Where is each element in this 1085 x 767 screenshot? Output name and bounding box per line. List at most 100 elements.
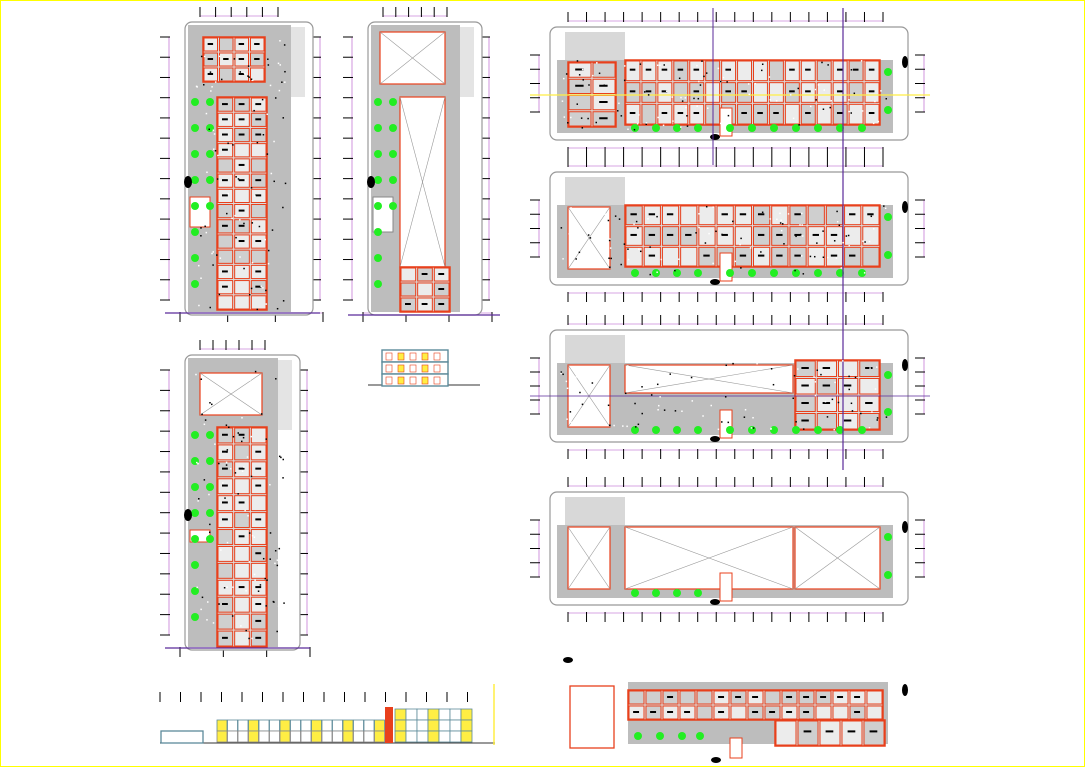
tree-symbol (673, 589, 681, 597)
facade-bay (332, 719, 343, 732)
hatch-dot (208, 531, 211, 534)
room (768, 82, 784, 103)
room (657, 103, 673, 125)
furniture (757, 233, 765, 236)
hatch-dot (568, 233, 570, 235)
furniture (685, 233, 692, 236)
room (679, 690, 696, 705)
room (716, 205, 734, 226)
room (768, 103, 784, 125)
room (641, 60, 657, 82)
hatch-dot (270, 172, 273, 175)
room (250, 143, 267, 158)
hatch-dot (200, 277, 202, 279)
room (645, 690, 662, 705)
hatch-dot (822, 230, 824, 232)
room (234, 545, 250, 562)
hatch-dot (775, 100, 778, 102)
hatch-dot (266, 579, 268, 581)
hatch-dot (263, 230, 266, 232)
partial-floor-plan (563, 657, 908, 763)
hatch-dot (604, 213, 606, 215)
hatch-dot (248, 293, 251, 296)
room (832, 705, 849, 720)
hatch-dot (239, 256, 241, 258)
hatch-dot (614, 215, 617, 217)
hatch-dot (217, 154, 219, 157)
hatch-dot (785, 373, 787, 375)
hatch-dot (853, 92, 856, 95)
hatch-dot (783, 243, 785, 245)
tree-symbol (748, 269, 756, 277)
facade-bay (342, 719, 354, 732)
void-cross (399, 96, 446, 268)
hatch-dot (659, 64, 661, 67)
hatch-dot (861, 110, 864, 112)
facade-bay (342, 730, 354, 743)
furniture (630, 233, 637, 236)
tree-symbol (191, 254, 199, 262)
furniture (822, 384, 831, 387)
room (737, 82, 752, 103)
furniture (238, 133, 245, 136)
room (784, 60, 800, 82)
hatch-dot (197, 462, 199, 465)
hatch-dot (701, 60, 703, 62)
tree-symbol (191, 613, 199, 621)
hatch-dot (250, 78, 253, 80)
hatch-dot (663, 409, 666, 411)
facade-bay (332, 730, 343, 743)
hatch-dot (603, 84, 606, 87)
hatch-dot (580, 367, 583, 370)
hatch-dot (226, 449, 229, 451)
hatch-dot (212, 129, 215, 132)
hatch-dot (649, 273, 651, 276)
facade-bay (460, 719, 473, 732)
parking-grid (565, 335, 625, 363)
room (234, 613, 250, 630)
room (643, 246, 661, 267)
hatch-dot (207, 601, 209, 603)
furniture (405, 303, 411, 305)
hatch-dot (703, 75, 705, 78)
room (592, 62, 616, 78)
hatch-dot (771, 390, 774, 392)
hatch-dot (195, 373, 197, 376)
hatch-dot (237, 178, 240, 180)
tree-symbol (884, 106, 892, 114)
hatch-dot (645, 122, 648, 124)
furniture (801, 367, 809, 369)
north-arrow-icon (184, 509, 192, 521)
tree-symbol (694, 269, 702, 277)
room (807, 226, 825, 246)
furniture (255, 270, 262, 273)
tree-symbol (858, 426, 866, 434)
hatch-dot (624, 65, 626, 67)
hatch-dot (693, 97, 695, 100)
hatch-dot (247, 75, 249, 77)
hatch-dot (253, 573, 256, 576)
hatch-dot (234, 472, 237, 474)
hatch-dot (726, 415, 728, 417)
hatch-dot (780, 219, 782, 222)
street-strip (278, 358, 297, 647)
room (862, 226, 880, 246)
tree-symbol (884, 571, 892, 579)
north-arrow-icon (184, 176, 192, 188)
furniture (666, 213, 674, 216)
hatch-dot (214, 81, 217, 83)
hatch-dot (227, 142, 229, 145)
furniture (735, 696, 742, 698)
hatch-dot (284, 182, 287, 185)
hatch-dot (837, 401, 840, 404)
hatch-dot (284, 81, 286, 83)
hatch-dot (248, 561, 251, 563)
hatch-dot (250, 187, 253, 189)
hatch-dot (275, 378, 277, 380)
hatch-dot (208, 128, 210, 131)
facade-bay (269, 719, 280, 732)
hatch-dot (197, 500, 199, 502)
facade-bay (363, 730, 375, 743)
facade-bay (438, 708, 451, 721)
